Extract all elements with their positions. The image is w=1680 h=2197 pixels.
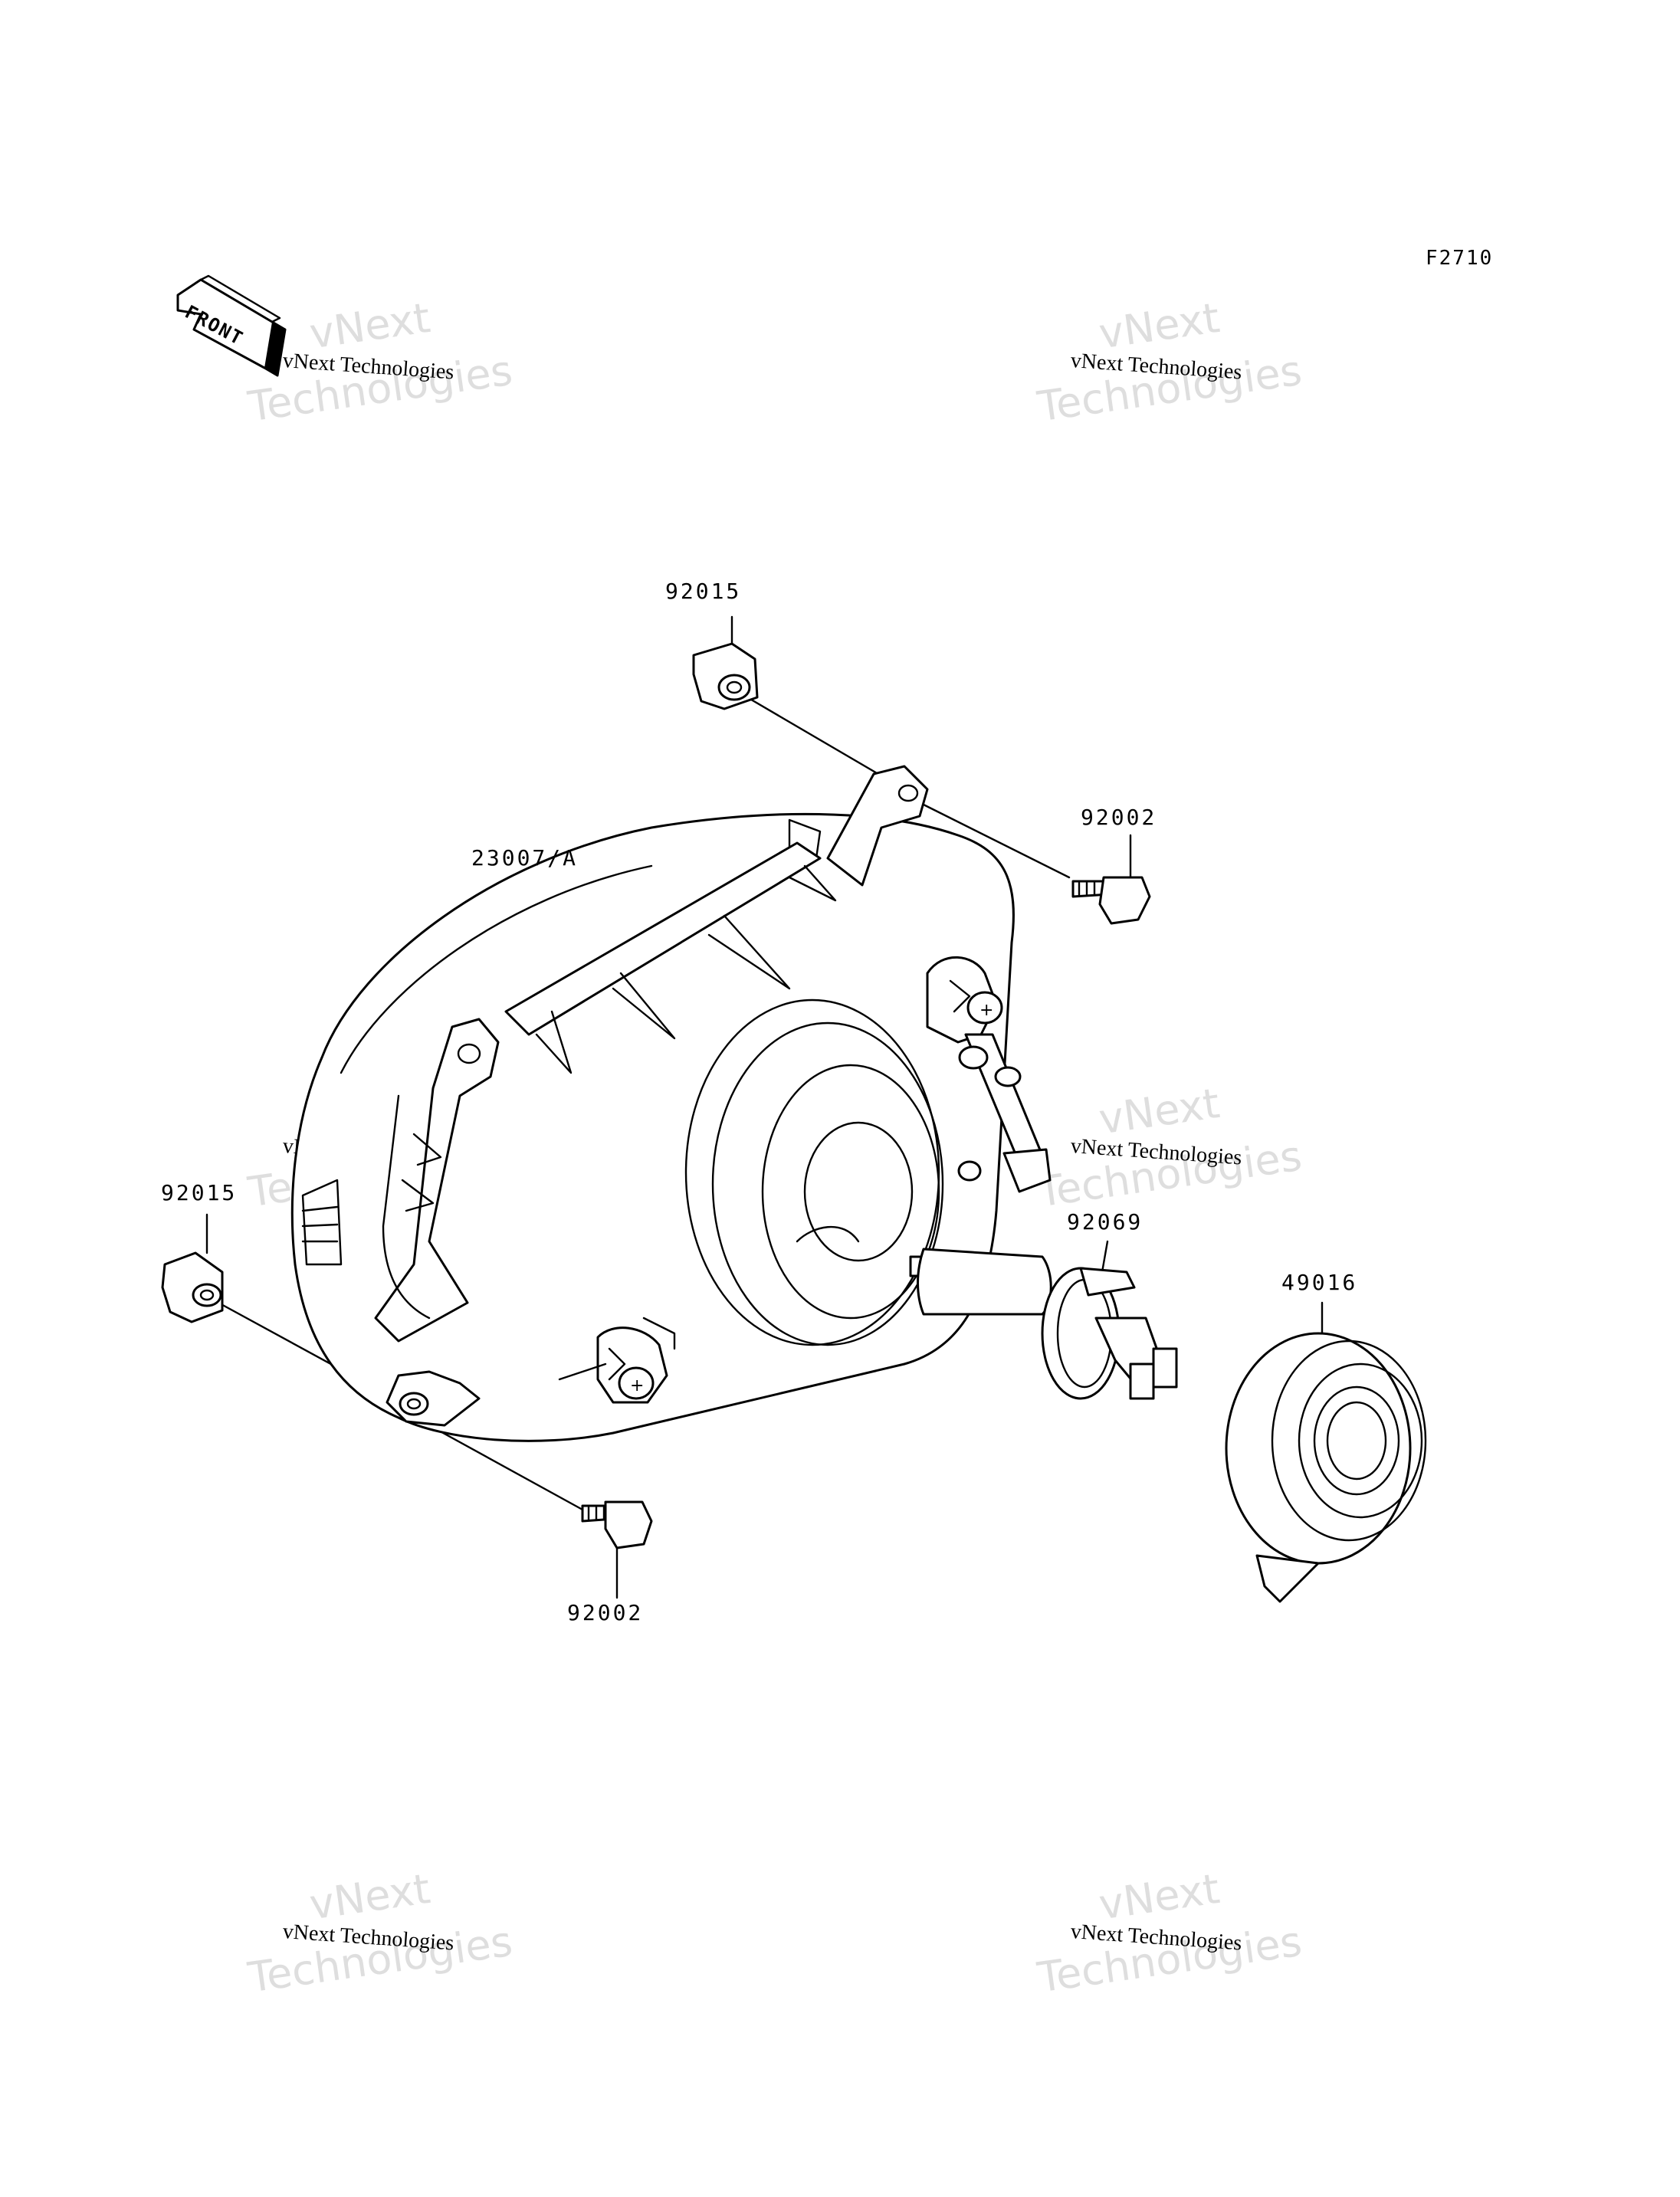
front-arrow-icon [176,274,287,377]
bulb-cover [1225,1332,1427,1603]
label-92002-right: 92002 [1081,805,1157,830]
bulb [909,1248,1178,1400]
headlight-housing: + + [290,765,1052,1442]
svg-text:+: + [630,1376,644,1395]
bolt-bottom [581,1500,653,1549]
bolt-right [1071,876,1151,925]
label-49016: 49016 [1281,1270,1358,1295]
label-92015-left: 92015 [161,1180,238,1205]
label-92002-bottom: 92002 [567,1600,644,1625]
figure-code: F2710 [1426,247,1494,270]
svg-text:+: + [979,1001,993,1020]
label-92069: 92069 [1067,1209,1144,1235]
clip-top [692,642,759,710]
label-23007A: 23007/A [471,845,579,871]
label-92015-top: 92015 [665,579,742,604]
clip-left [161,1251,224,1323]
